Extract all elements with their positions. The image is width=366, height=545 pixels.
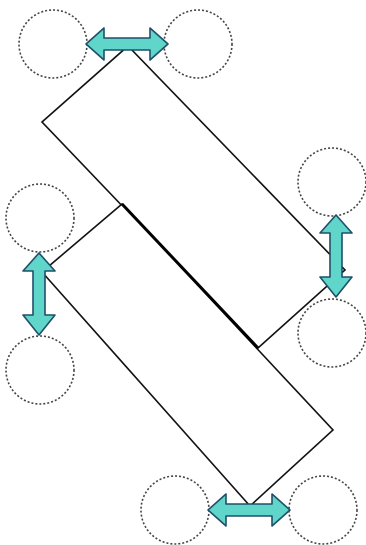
left-double-arrow-icon <box>22 252 56 336</box>
right-lower-clearance-circle <box>297 298 366 368</box>
left-lower-clearance-circle <box>5 335 75 405</box>
shared-edge <box>120 202 260 350</box>
right-upper-clearance-circle <box>297 147 366 217</box>
top-double-arrow-icon <box>85 27 169 61</box>
top-right-clearance-circle <box>163 9 233 79</box>
right-double-arrow-icon <box>319 214 353 298</box>
clearance-arrows <box>22 27 353 527</box>
left-upper-clearance-circle <box>5 183 75 253</box>
bottom-double-arrow-icon <box>207 493 291 527</box>
bottom-left-clearance-circle <box>140 475 210 545</box>
lower-panel <box>40 202 335 508</box>
bottom-right-clearance-circle <box>288 475 358 545</box>
top-left-clearance-circle <box>18 9 88 79</box>
